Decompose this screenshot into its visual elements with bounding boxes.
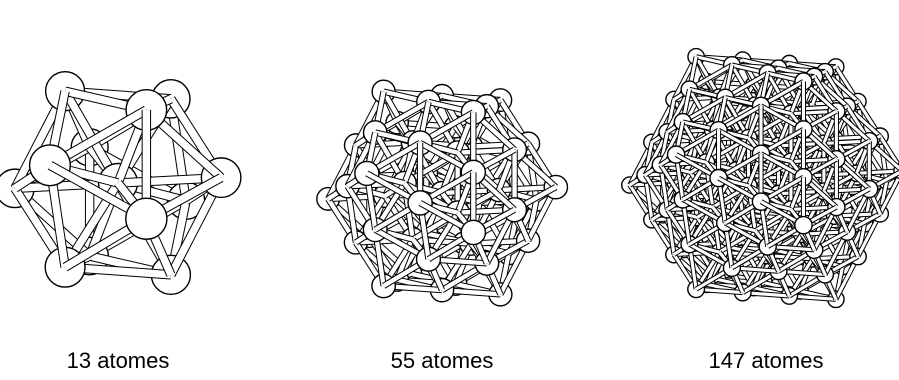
cluster-147-atoms [622, 49, 899, 308]
caption-13-atoms: 13 atomes [67, 348, 170, 374]
atom [461, 220, 485, 244]
atom [126, 198, 167, 239]
atom [795, 217, 812, 234]
cluster-13-atoms [0, 72, 241, 295]
cluster-55-atoms [317, 80, 568, 306]
caption-147-atoms: 147 atomes [709, 348, 824, 374]
caption-55-atoms: 55 atomes [391, 348, 494, 374]
